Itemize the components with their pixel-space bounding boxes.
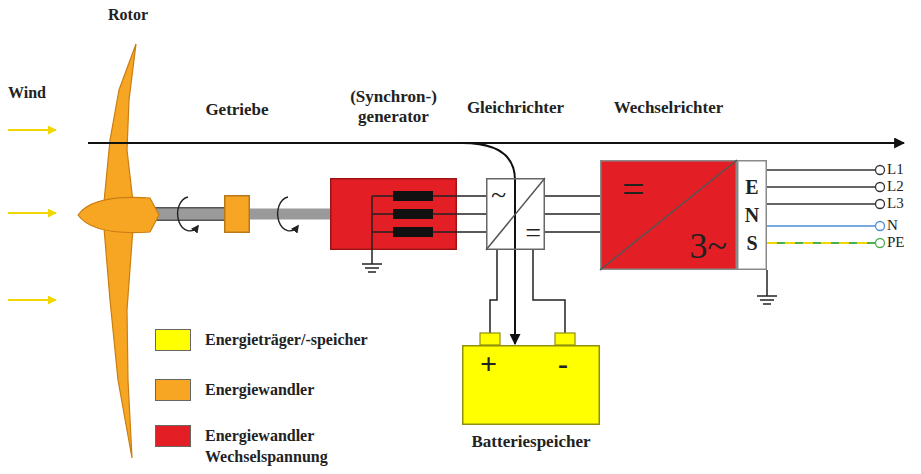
ground-symbol <box>760 299 774 301</box>
dc-wires <box>545 195 600 197</box>
rotation-arrow <box>278 197 298 231</box>
converter-symbol: = <box>525 219 541 247</box>
wind-arrow <box>8 299 56 301</box>
legend-item: Energieträger/-speicher <box>155 329 445 350</box>
three-phase-wires <box>457 196 486 232</box>
phase-line <box>767 203 876 205</box>
rotor-blade <box>104 44 136 202</box>
component-heading: Wechselrichter <box>614 98 724 118</box>
terminal-circle <box>876 183 885 192</box>
earth-line <box>767 242 876 244</box>
terminal-sign: - <box>558 349 568 379</box>
battery-wires <box>533 250 565 345</box>
winding-symbol <box>393 227 433 237</box>
inverter-box: Wechselrichter=3~ <box>600 160 737 270</box>
phase-label: PE <box>887 234 905 251</box>
battery-terminal <box>480 333 500 345</box>
rotor-blade <box>104 228 133 458</box>
ground-wire <box>766 270 768 296</box>
three-phase-wires <box>457 231 486 233</box>
energy-flow-arrow <box>88 142 904 144</box>
ground-symbol <box>365 267 379 269</box>
terminal-sign: + <box>480 349 497 379</box>
converter-symbol: = <box>622 170 645 210</box>
winding-symbol <box>393 209 433 219</box>
box-shape <box>738 161 767 270</box>
legend-swatch <box>155 379 191 401</box>
legend-swatch <box>155 425 191 447</box>
box-shape <box>487 179 545 250</box>
rotor-shaft <box>150 209 224 220</box>
legend-text: Energiewandler Wechselspannung <box>205 425 355 467</box>
dc-wires <box>545 196 600 232</box>
component-heading: Gleichrichter <box>467 98 564 118</box>
gearbox-box: Getriebe <box>224 195 250 233</box>
box-outline <box>330 178 457 250</box>
part-label: Rotor <box>108 6 148 24</box>
converter-diagonal <box>600 160 737 270</box>
phase-line <box>767 169 876 171</box>
rectifier-box: Gleichrichter~= <box>486 178 545 250</box>
component-heading: Getriebe <box>205 100 268 120</box>
wind-arrow <box>8 212 56 214</box>
battery-wires <box>490 250 565 345</box>
converter-symbol: 3~ <box>690 228 727 264</box>
dc-wires <box>545 213 600 215</box>
battery-terminal <box>555 333 575 345</box>
star-point-wire <box>371 196 373 250</box>
ground-wire <box>371 250 373 264</box>
ens-letters: E N S <box>744 173 760 257</box>
converter-symbol: ~ <box>491 181 506 209</box>
ground-symbol <box>763 303 771 305</box>
energy-flow-arrow <box>462 143 515 344</box>
three-phase-wires <box>457 195 486 197</box>
box-shape <box>331 179 457 250</box>
neutral-line <box>767 225 876 227</box>
ground-symbol <box>368 271 376 273</box>
phase-label: L3 <box>887 195 904 212</box>
component-heading: (Synchron-) generator <box>335 87 453 126</box>
component-label: Batteriespeicher <box>472 432 591 452</box>
drive-shaft <box>250 209 330 220</box>
legend-text: Energiewandler <box>205 379 445 400</box>
ens-box: E N S <box>737 160 767 270</box>
legend-item: Energiewandler Wechselspannung <box>155 425 355 467</box>
ground-symbol <box>362 263 382 265</box>
phase-label: L2 <box>887 178 904 195</box>
ground-symbol <box>757 295 777 297</box>
legend-item: Energiewandler <box>155 379 445 400</box>
rotor-shaft-outline <box>150 207 224 221</box>
rotor-hub <box>78 197 159 232</box>
dc-wires <box>545 231 600 233</box>
converter-diagonal <box>486 178 545 250</box>
terminal-circle <box>876 200 885 209</box>
legend-text: Energieträger/-speicher <box>205 329 445 350</box>
phase-line <box>767 186 876 188</box>
phase-label: L1 <box>887 161 904 178</box>
earth-line-stripe <box>767 242 876 244</box>
phase-label: N <box>887 217 898 234</box>
battery-box: Batteriespeicher+- <box>462 345 600 425</box>
winding-symbol <box>393 191 433 201</box>
three-phase-wires <box>457 213 486 215</box>
box-shape <box>463 346 600 425</box>
box-shape <box>601 161 737 270</box>
terminal-circle <box>876 166 885 175</box>
terminal-circle <box>876 239 885 248</box>
legend-swatch <box>155 329 191 351</box>
rotation-arrow <box>178 197 198 231</box>
box-shape <box>225 196 250 233</box>
box-outline <box>224 195 250 233</box>
wind-arrow <box>8 129 56 131</box>
battery-wires <box>490 250 497 345</box>
terminal-circle <box>876 222 885 231</box>
generator-box: (Synchron-) generator <box>330 178 457 250</box>
input-label: Wind <box>8 84 46 102</box>
drive-shaft <box>250 214 330 215</box>
